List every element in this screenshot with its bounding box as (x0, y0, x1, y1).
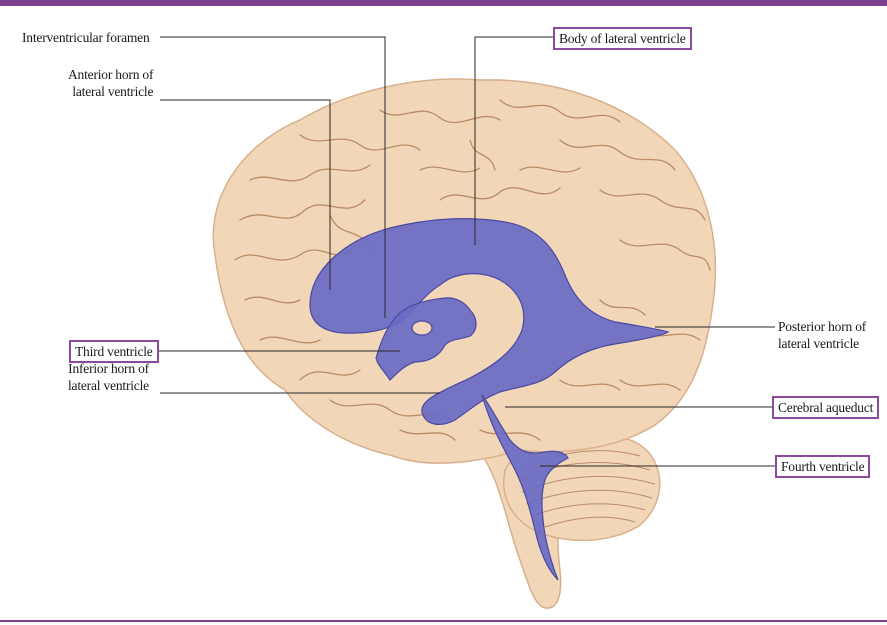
label-inferior-horn: Inferior horn of lateral ventricle (68, 360, 149, 394)
label-inferior-horn-line1: Inferior horn of (68, 360, 149, 377)
label-inferior-horn-line2: lateral ventricle (68, 377, 149, 394)
label-anterior-horn-line1: Anterior horn of (68, 66, 153, 83)
label-posterior-horn-line1: Posterior horn of (778, 318, 866, 335)
label-anterior-horn: Anterior horn of lateral ventricle (68, 66, 153, 100)
label-anterior-horn-line2: lateral ventricle (68, 83, 153, 100)
label-body-lateral-ventricle: Body of lateral ventricle (553, 27, 692, 50)
leader-body-lateral-ventricle (475, 37, 553, 245)
label-interventricular-foramen: Interventricular foramen (22, 29, 150, 46)
leader-anterior-horn (160, 100, 330, 290)
label-fourth-ventricle: Fourth ventricle (775, 455, 870, 478)
label-cerebral-aqueduct: Cerebral aqueduct (772, 396, 879, 419)
label-posterior-horn-line2: lateral ventricle (778, 335, 866, 352)
leader-interventricular-foramen (160, 37, 385, 318)
label-posterior-horn: Posterior horn of lateral ventricle (778, 318, 866, 352)
